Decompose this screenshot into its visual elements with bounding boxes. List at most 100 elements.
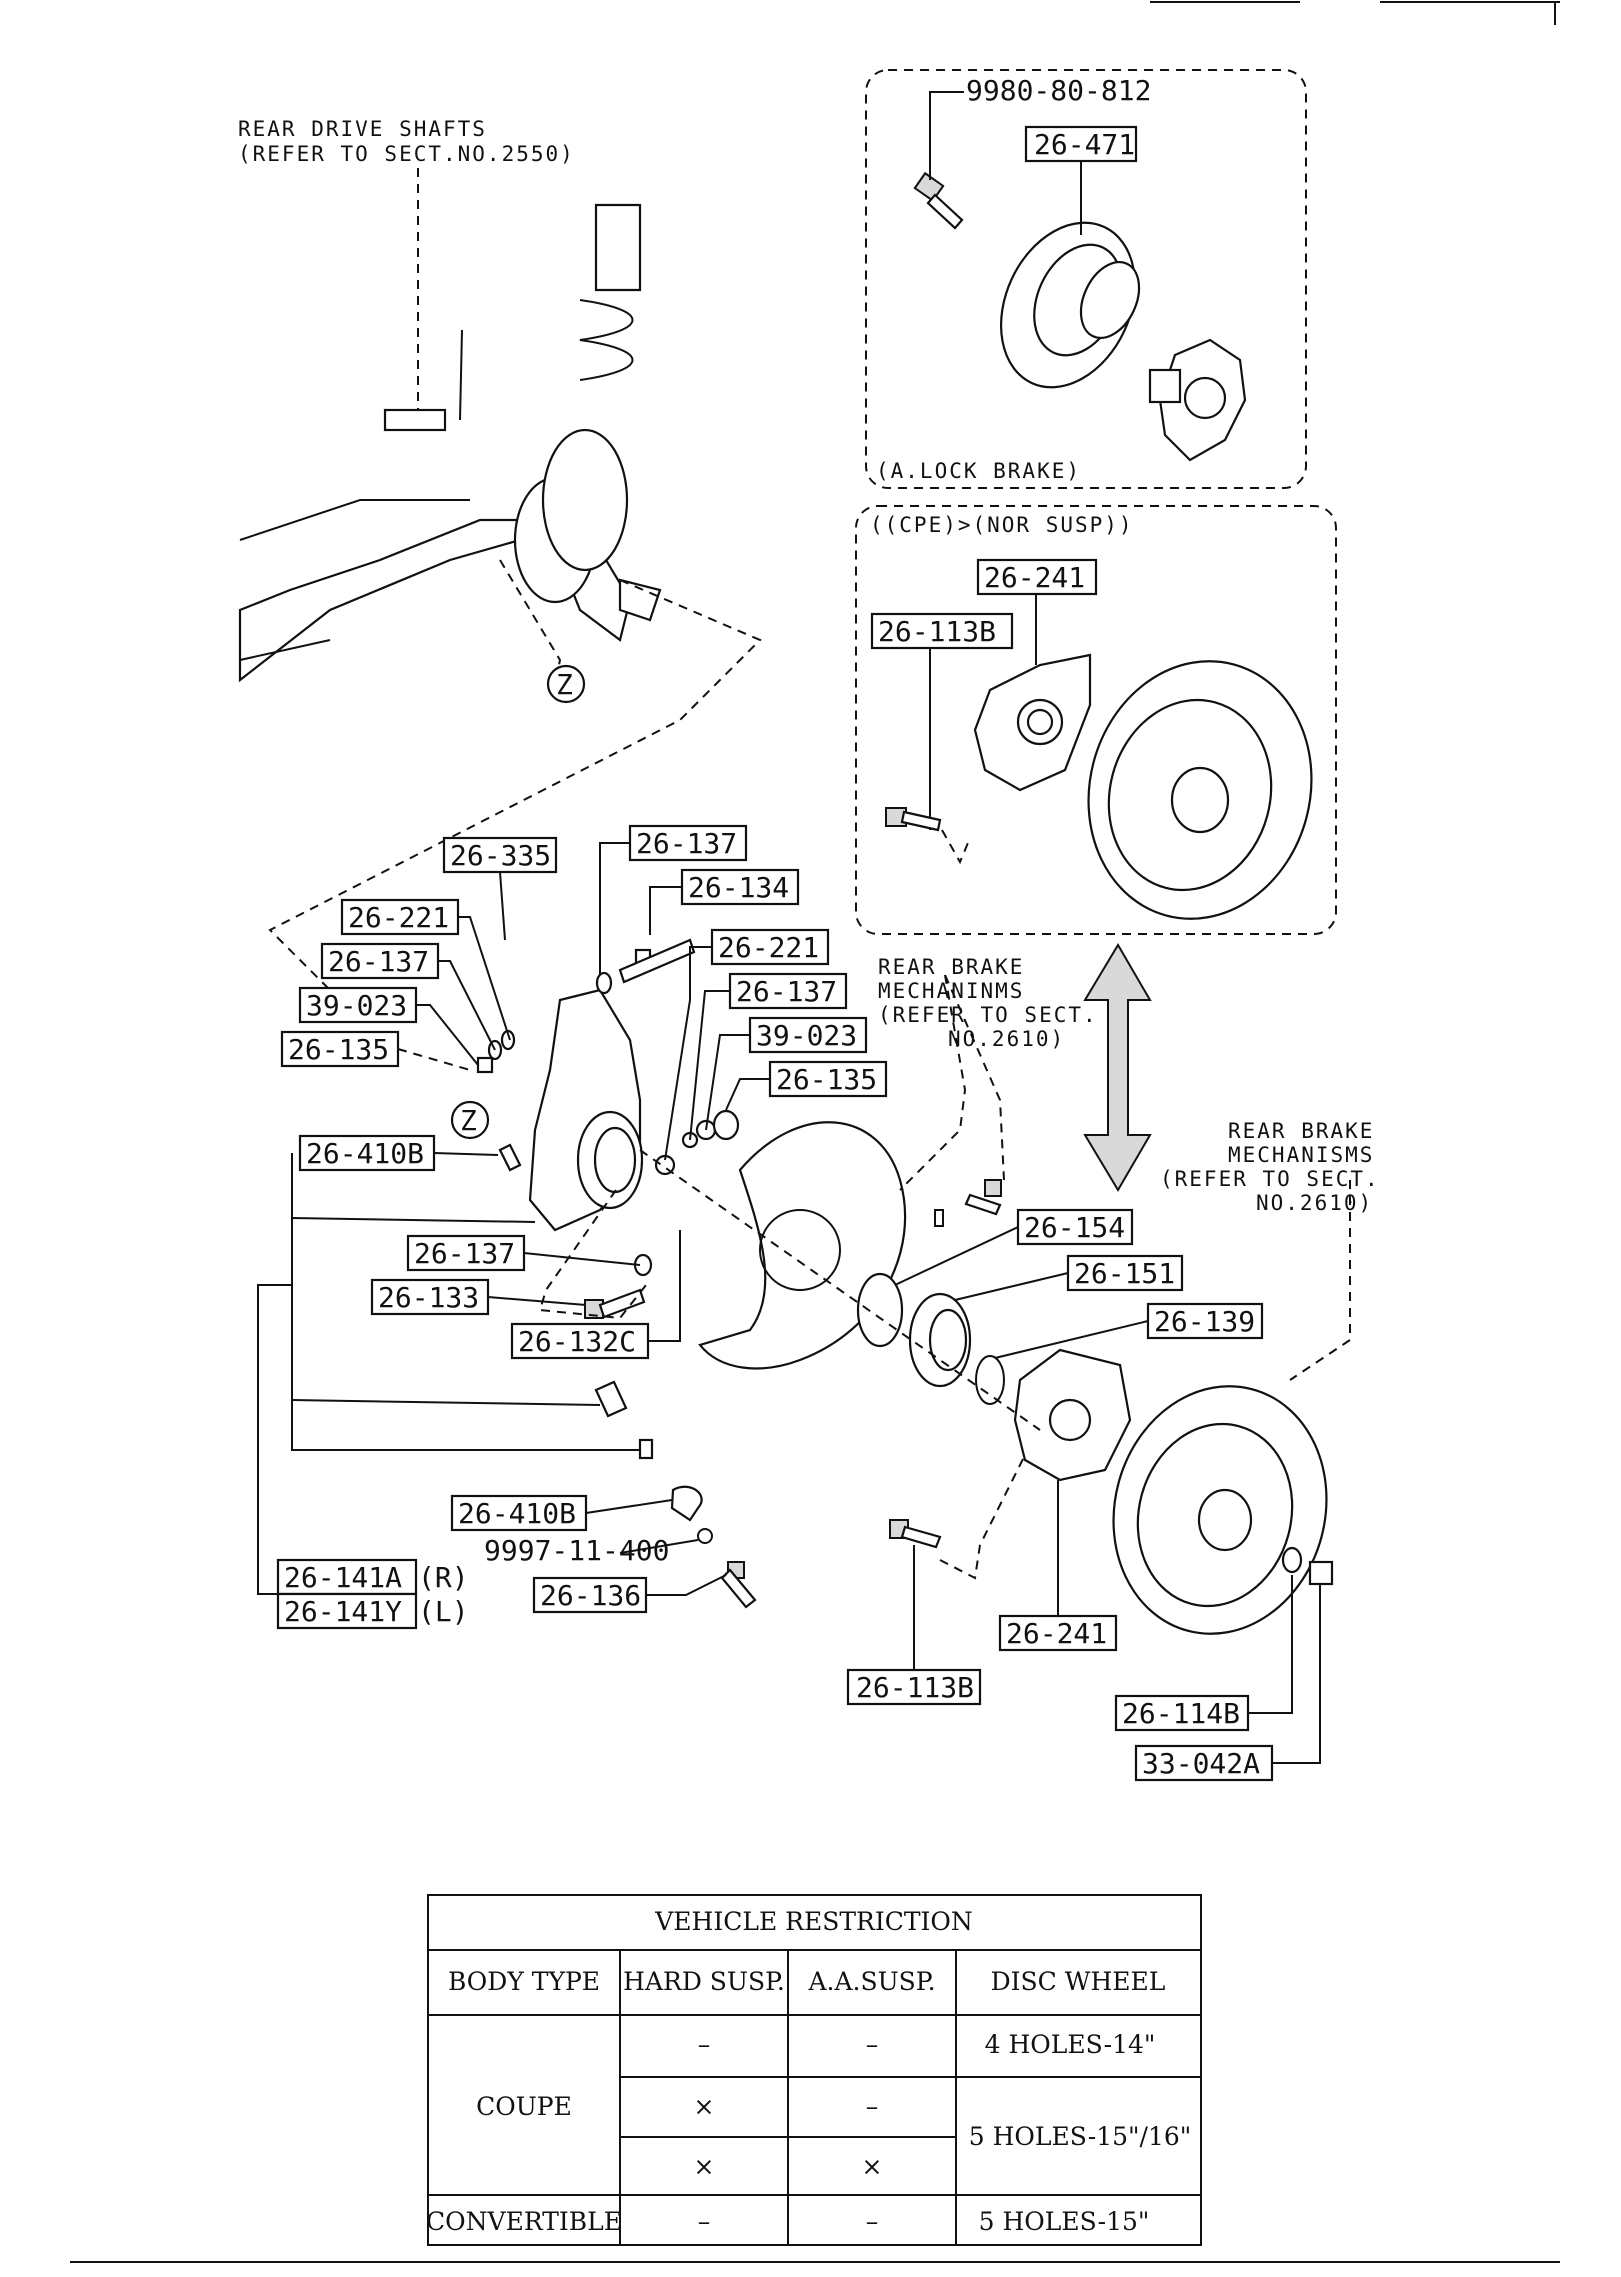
label-26-135-a: 26-135 (280, 1030, 471, 1071)
svg-text:26-151: 26-151 (1074, 1257, 1175, 1290)
label-26-137-a: 26-137 (599, 824, 748, 975)
note-rear-brake-mechanisms-a: REAR BRAKE MECHANINMS (REFER TO SECT. NO… (878, 955, 1098, 1051)
table-cell-coupe: COUPE (476, 2092, 572, 2121)
svg-text:26-410B: 26-410B (458, 1497, 576, 1530)
svg-text:26-137: 26-137 (636, 827, 737, 860)
page-frame (70, 1, 1560, 2263)
svg-text:(R): (R) (418, 1561, 469, 1594)
svg-text:26-410B: 26-410B (306, 1137, 424, 1170)
part-26-471: 26-471 (1034, 128, 1135, 161)
svg-text:39-023: 39-023 (756, 1019, 857, 1052)
sensor-rotor-drawing (999, 221, 1141, 389)
svg-text:NO.2610): NO.2610) (1256, 1191, 1373, 1215)
table-title: VEHICLE RESTRICTION (654, 1907, 973, 1936)
svg-text:26-133: 26-133 (378, 1281, 479, 1314)
vehicle-restriction-table: VEHICLE RESTRICTION BODY TYPE HARD SUSP.… (426, 1894, 1202, 2246)
ref-z-lower: Z (450, 1100, 490, 1140)
svg-text:((CPE)>(NOR SUSP)): ((CPE)>(NOR SUSP)) (870, 513, 1134, 537)
svg-text:26-135: 26-135 (776, 1063, 877, 1096)
disc-rotor-top-drawing (1087, 660, 1313, 920)
svg-text:26-241: 26-241 (1006, 1617, 1107, 1650)
label-26-133: 26-133 (370, 1278, 587, 1316)
table-cell: 5 HOLES-15"/16" (969, 2122, 1192, 2151)
svg-text:39-023: 39-023 (306, 989, 407, 1022)
label-26-114b: 26-114B (1114, 1575, 1293, 1732)
table-cell: – (866, 2092, 879, 2121)
label-26-139: 26-139 (994, 1302, 1264, 1359)
table-cell: – (866, 2030, 879, 2059)
svg-text:MECHANINMS: MECHANINMS (878, 979, 1024, 1003)
svg-text:26-114B: 26-114B (1122, 1697, 1240, 1730)
label-26-134: 26-134 (649, 868, 800, 935)
knuckle-drawing (528, 988, 644, 1232)
abs-hub-drawing (1148, 338, 1247, 462)
label-26-137-b: 26-137 (320, 942, 496, 1051)
svg-text:Z: Z (460, 1104, 477, 1137)
svg-text:9997-11-400: 9997-11-400 (484, 1534, 669, 1567)
label-26-135-b: 26-135 (725, 1060, 888, 1111)
label-26-137-c: 26-137 (689, 972, 848, 1141)
table-cell: – (866, 2207, 879, 2236)
part-26-241-top: 26-241 (984, 561, 1085, 594)
svg-text:REAR BRAKE: REAR BRAKE (878, 955, 1024, 979)
table-cell: × (694, 2092, 715, 2121)
svg-text:26-335: 26-335 (450, 839, 551, 872)
svg-text:26-135: 26-135 (288, 1033, 389, 1066)
hub-flange-top-drawing (973, 653, 1092, 792)
svg-text:(REFER TO SECT.: (REFER TO SECT. (878, 1003, 1098, 1027)
label-26-132c: 26-132C (510, 1230, 681, 1360)
svg-text:REAR BRAKE: REAR BRAKE (1228, 1119, 1374, 1143)
sensor-bolt-drawing (913, 171, 964, 230)
label-26-137-d: 26-137 (406, 1234, 641, 1272)
table-header-body-type: BODY TYPE (448, 1967, 600, 1996)
label-39-023-a: 39-023 (298, 986, 479, 1066)
svg-text:Z: Z (556, 668, 573, 701)
hub-bolt-top-drawing (885, 807, 971, 865)
table-cell: 5 HOLES-15" (979, 2207, 1150, 2236)
svg-text:(REFER TO SECT.: (REFER TO SECT. (1160, 1167, 1380, 1191)
svg-text:26-139: 26-139 (1154, 1305, 1255, 1338)
hardware-drawing (476, 938, 1334, 1609)
label-26-221-a: 26-221 (340, 898, 511, 1041)
disc-rotor-bottom-drawing (1112, 1385, 1328, 1635)
svg-text:26-137: 26-137 (736, 975, 837, 1008)
label-26-151: 26-151 (954, 1254, 1184, 1301)
label-26-410b-b: 26-410B (450, 1494, 673, 1532)
label-26-241-bottom: 26-241 (998, 1480, 1118, 1652)
svg-text:(A.LOCK BRAKE): (A.LOCK BRAKE) (876, 459, 1081, 483)
label-9997-11-400: 9997-11-400 (484, 1534, 699, 1567)
label-39-023-b: 39-023 (705, 1016, 868, 1131)
svg-text:26-137: 26-137 (328, 945, 429, 978)
bracket-26-141 (291, 1153, 640, 1451)
axle-housing-drawing (238, 203, 762, 1001)
label-33-042a: 33-042A (1134, 1585, 1321, 1782)
part-26-113b-top: 26-113B (878, 615, 996, 648)
svg-text:(REFER TO SECT.NO.2550): (REFER TO SECT.NO.2550) (238, 142, 575, 166)
ref-z-upper: Z (546, 664, 586, 704)
svg-text:(L): (L) (418, 1595, 469, 1628)
svg-text:26-141Y: 26-141Y (284, 1595, 402, 1628)
label-26-113b-bottom: 26-113B (846, 1545, 982, 1706)
svg-text:26-113B: 26-113B (856, 1671, 974, 1704)
table-header-disc-wheel: DISC WHEEL (991, 1967, 1166, 1996)
svg-text:33-042A: 33-042A (1142, 1747, 1260, 1780)
svg-text:26-221: 26-221 (718, 931, 819, 964)
table-cell-convertible: CONVERTIBLE (426, 2207, 622, 2236)
inset-coupe-normal-suspension: ((CPE)>(NOR SUSP)) 26-241 26-113B (855, 505, 1337, 935)
table-cell: × (862, 2152, 883, 2181)
part-9980-80-812: 9980-80-812 (966, 74, 1151, 107)
svg-text:26-136: 26-136 (540, 1579, 641, 1612)
dust-shield-drawing (698, 1121, 907, 1370)
svg-text:26-141A: 26-141A (284, 1561, 402, 1594)
note-rear-brake-mechanisms-b: REAR BRAKE MECHANISMS (REFER TO SECT. NO… (1160, 1119, 1380, 1215)
table-cell: 4 HOLES-14" (985, 2030, 1156, 2059)
table-header-hard-susp: HARD SUSP. (623, 1967, 785, 1996)
hub-flange-bottom-drawing (1013, 1348, 1132, 1482)
svg-text:26-154: 26-154 (1024, 1211, 1125, 1244)
note-rear-drive-shafts: REAR DRIVE SHAFTS (REFER TO SECT.NO.2550… (238, 117, 575, 420)
table-cell: × (694, 2152, 715, 2181)
svg-text:26-137: 26-137 (414, 1237, 515, 1270)
label-26-141: 26-141A (R) 26-141Y (L) (257, 1284, 469, 1630)
label-26-221-b: 26-221 (664, 928, 830, 1161)
